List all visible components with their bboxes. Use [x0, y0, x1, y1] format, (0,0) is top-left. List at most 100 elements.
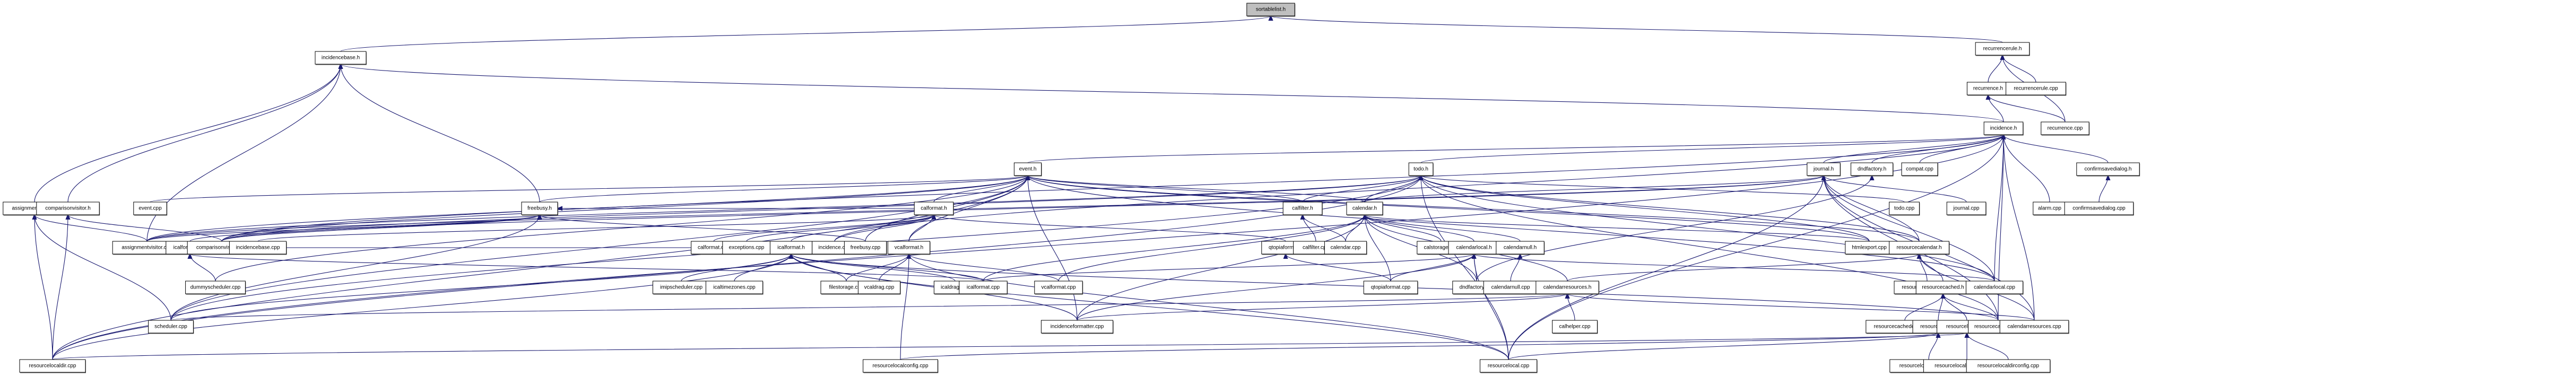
- node-label: alarm.cpp: [2038, 206, 2061, 212]
- node-imipscheduler-cpp[interactable]: imipscheduler.cpp: [652, 281, 710, 295]
- node-box: [1246, 3, 1295, 16]
- node-recurrencerule-cpp[interactable]: recurrencerule.cpp: [2006, 82, 2067, 96]
- node-dummyscheduler-cpp[interactable]: dummyscheduler.cpp: [185, 281, 246, 295]
- node-freebusy-h[interactable]: freebusy.h: [521, 202, 558, 216]
- edge-resourcecached-cpp-to-resourcecached-h: [1943, 294, 1999, 321]
- node-freebusy-cpp[interactable]: freebusy.cpp: [844, 241, 887, 255]
- node-confirmsavedialog-cpp[interactable]: confirmsavedialog.cpp: [2064, 202, 2134, 216]
- node-recurrence-h[interactable]: recurrence.h: [1966, 82, 2010, 96]
- node-compat-cpp[interactable]: compat.cpp: [1901, 162, 1938, 177]
- node-label: calendarnull.h: [1504, 245, 1537, 251]
- node-recurrence-cpp[interactable]: recurrence.cpp: [2041, 121, 2090, 136]
- node-exceptions-cpp[interactable]: exceptions.cpp: [722, 241, 771, 255]
- node-box: [1479, 359, 1538, 373]
- node-incidence-h[interactable]: incidence.h: [1983, 121, 2024, 136]
- node-label: calendarlocal.cpp: [1974, 285, 2015, 291]
- node-box: [1324, 241, 1367, 255]
- edge-incidencebase-cpp-to-calformat-h: [257, 215, 934, 242]
- edge-icalformat-cpp-to-calendar-h: [983, 215, 1365, 282]
- node-box: [133, 202, 167, 215]
- node-label: dndfactory.cpp: [1460, 285, 1494, 291]
- edge-journal-cpp-to-journal-h: [1824, 176, 1967, 203]
- node-calendarresources-h[interactable]: calendarresources.h: [1536, 281, 1600, 295]
- edge-incidence-cpp-to-incidence-h: [834, 135, 2003, 242]
- edge-qtopiaformat-cpp-to-calendar-h: [1365, 215, 1391, 282]
- node-box: [1040, 320, 1114, 334]
- node-todo-h[interactable]: todo.h: [1408, 162, 1434, 177]
- node-icalformat-h[interactable]: icalformat.h: [769, 241, 813, 255]
- node-box: [1346, 202, 1383, 215]
- edge-icalformat-p-h-to-freebusy-h: [189, 215, 540, 242]
- node-qtopiaformat-cpp[interactable]: qtopiaformat.cpp: [1363, 281, 1418, 295]
- node-sortablelist-h[interactable]: sortablelist.h: [1246, 3, 1296, 17]
- edge-resourcecachedconfig-cpp-to-resourcecached-h: [1904, 294, 1943, 321]
- node-calfilter-h[interactable]: calfilter.h: [1282, 202, 1323, 216]
- edge-assignmentvisitor-h-to-incidencebase-h: [34, 64, 341, 203]
- node-calendar-cpp[interactable]: calendar.cpp: [1324, 241, 1367, 255]
- node-incidencebase-cpp[interactable]: incidencebase.cpp: [229, 241, 287, 255]
- edge-htmlexport-cpp-to-todo-h: [1421, 176, 1870, 242]
- edge-calendarnull-h-to-calendar-h: [1365, 215, 1521, 242]
- node-box: [1966, 359, 2051, 373]
- edge-calendar-h-to-journal-h: [1364, 176, 1824, 203]
- edge-resourcelocaldir-cpp-to-comparisonvisitor-h: [52, 215, 68, 360]
- node-vcalformat-h[interactable]: vcalformat.h: [887, 241, 931, 255]
- node-box: [1975, 42, 2030, 56]
- node-calendarnull-h[interactable]: calendarnull.h: [1496, 241, 1545, 255]
- node-resourcecached-h[interactable]: resourcecached.h: [1915, 281, 1971, 295]
- node-dndfactory-h[interactable]: dndfactory.h: [1850, 162, 1894, 177]
- edge-resourcelocaldir-cpp-to-event-h: [52, 176, 1028, 360]
- node-incidencebase-h[interactable]: incidencebase.h: [315, 51, 367, 65]
- node-htmlexport-cpp[interactable]: htmlexport.cpp: [1845, 241, 1894, 255]
- node-icalformat-cpp[interactable]: icalformat.cpp: [959, 281, 1008, 295]
- edge-calendarlocal-cpp-to-calendarlocal-h: [1474, 254, 1995, 282]
- node-calhelper-cpp[interactable]: calhelper.cpp: [1552, 320, 1598, 334]
- node-calendarnull-cpp[interactable]: calendarnull.cpp: [1483, 281, 1538, 295]
- edge-freebusy-cpp-to-freebusy-h: [540, 215, 866, 242]
- node-label: calendar.h: [1352, 206, 1377, 212]
- node-box: [1966, 82, 2010, 95]
- edge-freebusy-h-to-event-h: [539, 176, 1028, 203]
- node-label: resourcelocaldir.cpp: [29, 363, 76, 369]
- node-todo-cpp[interactable]: todo.cpp: [1889, 202, 1920, 216]
- edge-resourcelocal-cpp-to-resourcelocal-h: [1508, 333, 1938, 360]
- node-calformat-h[interactable]: calformat.h: [914, 202, 954, 216]
- node-event-h[interactable]: event.h: [1013, 162, 1042, 177]
- node-resourcecalendar-h[interactable]: resourcecalendar.h: [1889, 241, 1950, 255]
- node-resourcelocaldirconfig-cpp[interactable]: resourcelocaldirconfig.cpp: [1966, 359, 2051, 373]
- node-label: dndfactory.h: [1858, 167, 1886, 172]
- node-calendar-h[interactable]: calendar.h: [1346, 202, 1383, 216]
- node-resourcelocalconfig-cpp[interactable]: resourcelocalconfig.cpp: [863, 359, 939, 373]
- node-resourcelocaldir-cpp[interactable]: resourcelocaldir.cpp: [19, 359, 86, 373]
- node-box: [19, 359, 86, 373]
- node-alarm-cpp[interactable]: alarm.cpp: [2033, 202, 2067, 216]
- node-label: freebusy.cpp: [851, 245, 881, 251]
- node-resourcelocal-cpp[interactable]: resourcelocal.cpp: [1479, 359, 1538, 373]
- node-incidenceformatter-cpp[interactable]: incidenceformatter.cpp: [1040, 320, 1114, 334]
- node-label: recurrencerule.h: [1983, 46, 2022, 52]
- edge-calendarlocal-cpp-to-incidence-h: [1994, 135, 2003, 282]
- node-confirmsavedialog-h[interactable]: confirmsavedialog.h: [2076, 162, 2140, 177]
- node-calendarlocal-cpp[interactable]: calendarlocal.cpp: [1965, 281, 2024, 295]
- node-box: [722, 241, 771, 255]
- edge-resourcelocal-cpp-to-todo-h: [1421, 176, 1509, 360]
- node-calendarlocal-h[interactable]: calendarlocal.h: [1448, 241, 1500, 255]
- node-vcalformat-cpp[interactable]: vcalformat.cpp: [1034, 281, 1083, 295]
- node-label: imipscheduler.cpp: [660, 285, 702, 291]
- node-box: [2033, 202, 2067, 215]
- node-journal-cpp[interactable]: journal.cpp: [1946, 202, 1987, 216]
- node-box: [521, 202, 558, 215]
- edge-resourcelocal-cpp-to-journal-h: [1508, 176, 1824, 360]
- node-journal-h[interactable]: journal.h: [1807, 162, 1841, 177]
- node-comparisonvisitor-h[interactable]: comparisonvisitor.h: [36, 202, 100, 216]
- node-icaltimezones-cpp[interactable]: icaltimezones.cpp: [705, 281, 764, 295]
- node-vcaldrag-cpp[interactable]: vcaldrag.cpp: [857, 281, 901, 295]
- node-label: journal.h: [1813, 167, 1834, 172]
- edge-dummyscheduler-cpp-to-event-h: [215, 176, 1028, 282]
- node-calendarresources-cpp[interactable]: calendarresources.cpp: [1999, 320, 2069, 334]
- edge-resourcelocaldir-cpp-to-assignmentvisitor-h: [34, 215, 53, 360]
- node-box: [1889, 241, 1949, 255]
- node-event-cpp[interactable]: event.cpp: [133, 202, 168, 216]
- node-scheduler-cpp[interactable]: scheduler.cpp: [148, 320, 194, 334]
- node-recurrencerule-h[interactable]: recurrencerule.h: [1975, 42, 2030, 56]
